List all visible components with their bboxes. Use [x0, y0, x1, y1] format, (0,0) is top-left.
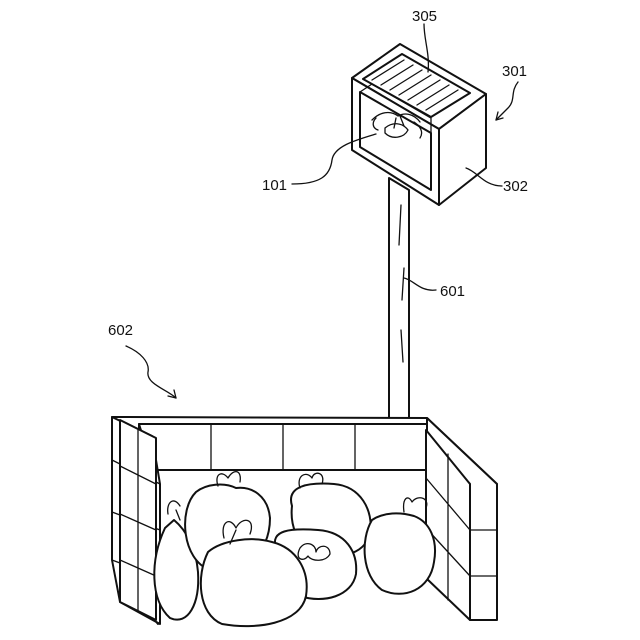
label-601: 601 — [440, 283, 465, 300]
label-101: 101 — [262, 177, 287, 194]
label-302: 302 — [503, 178, 528, 195]
label-602: 602 — [108, 322, 133, 339]
garbage-bags — [154, 472, 435, 627]
label-305: 305 — [412, 8, 437, 25]
enclosure — [112, 417, 497, 626]
pole — [389, 178, 409, 418]
label-301: 301 — [502, 63, 527, 80]
monitoring-device — [352, 44, 486, 205]
